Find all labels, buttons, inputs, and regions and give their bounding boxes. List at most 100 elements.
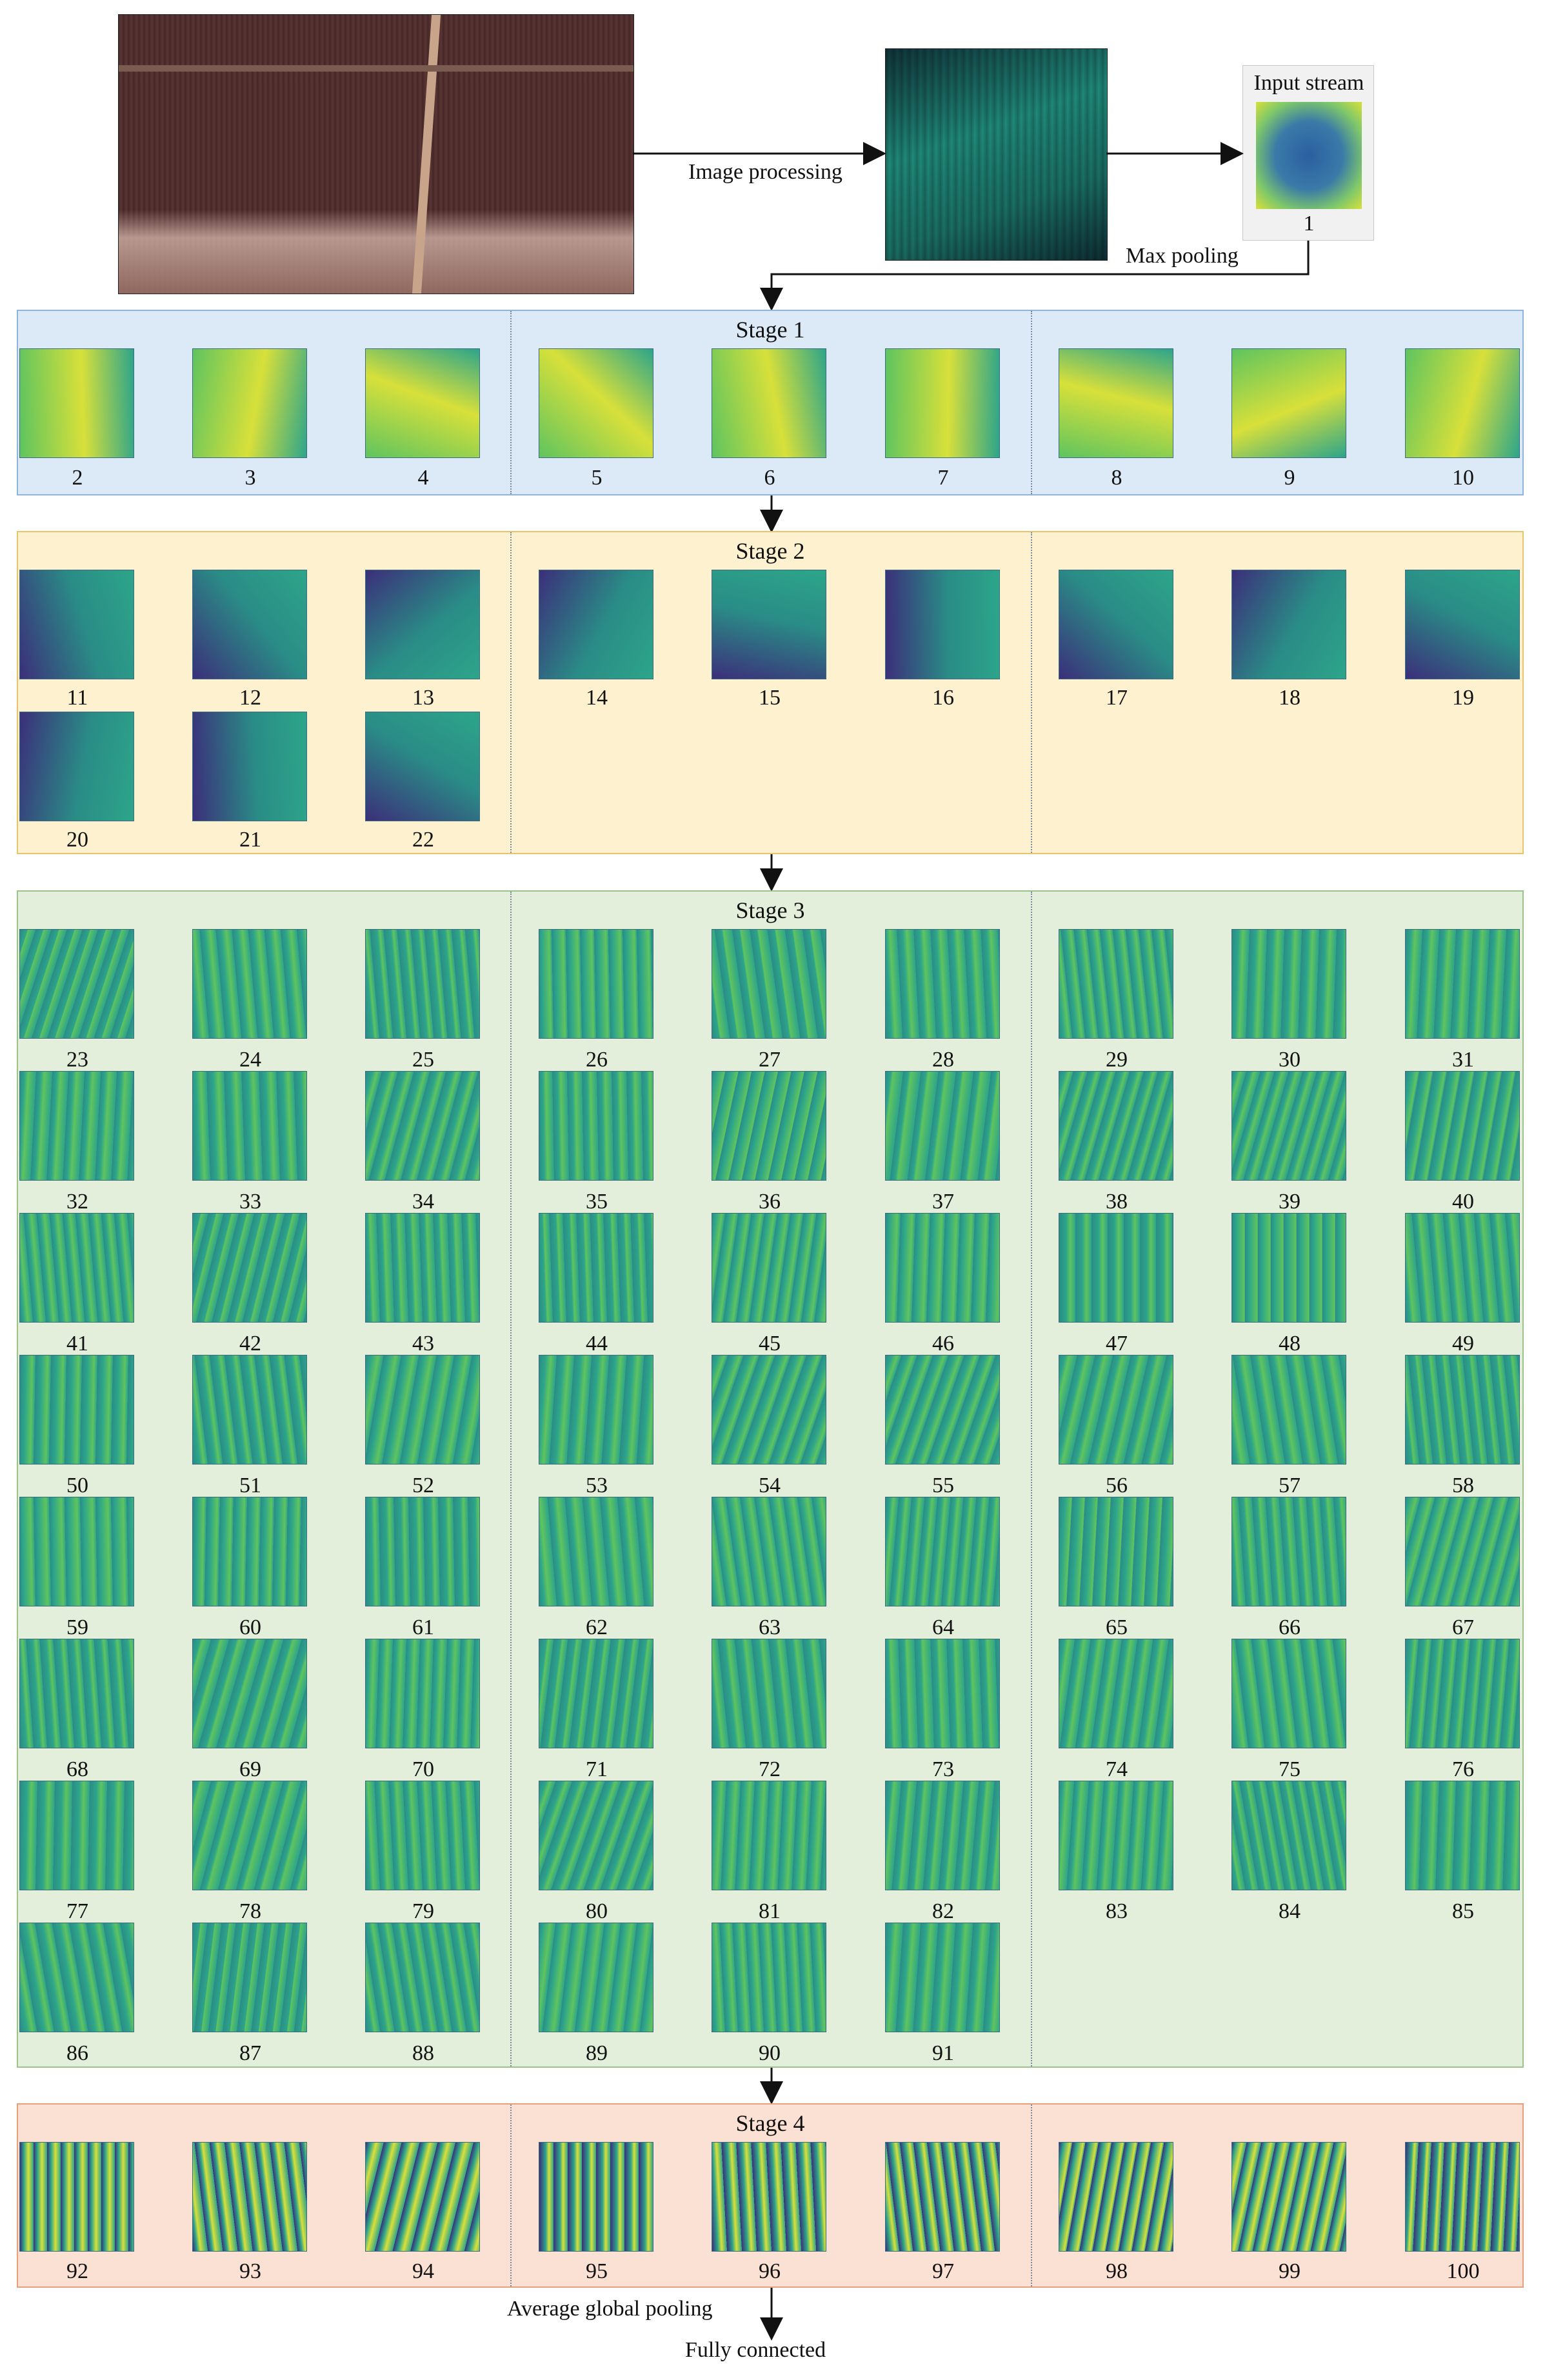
feature-map-number: 91: [932, 2041, 954, 2065]
feature-map-number: 22: [412, 828, 434, 852]
feature-map-42: [192, 1213, 307, 1323]
feature-map-number: 84: [1279, 1899, 1301, 1923]
feature-map-91: [885, 1923, 1000, 2032]
feature-map-number: 15: [759, 686, 781, 710]
feature-map-number: 93: [239, 2259, 261, 2283]
feature-map-number: 27: [759, 1048, 781, 1072]
feature-map-number: 82: [932, 1899, 954, 1923]
feature-map-number: 49: [1452, 1332, 1474, 1355]
feature-map-99: [1231, 2142, 1346, 2252]
feature-map-15: [712, 570, 826, 679]
feature-map-62: [539, 1497, 653, 1606]
feature-map-5: [539, 348, 653, 458]
feature-map-56: [1059, 1355, 1173, 1465]
feature-map-61: [365, 1497, 480, 1606]
feature-map-54: [712, 1355, 826, 1465]
fully-connected-label: Fully connected: [685, 2338, 826, 2362]
feature-map-number: 70: [412, 1757, 434, 1781]
feature-map-79: [365, 1781, 480, 1890]
feature-map-12: [192, 570, 307, 679]
feature-map-number: 81: [759, 1899, 781, 1923]
feature-map-number: 54: [759, 1474, 781, 1497]
feature-map-number: 51: [239, 1474, 261, 1497]
stage-title: Stage 4: [735, 2110, 805, 2136]
feature-map-number: 28: [932, 1048, 954, 1072]
feature-map-number: 65: [1106, 1615, 1128, 1639]
feature-map-41: [19, 1213, 134, 1323]
stage-divider: [1031, 2105, 1032, 2286]
feature-map-85: [1405, 1781, 1520, 1890]
feature-map-number: 78: [239, 1899, 261, 1923]
feature-map-number: 66: [1279, 1615, 1301, 1639]
feature-map-10: [1405, 348, 1520, 458]
feature-map-number: 76: [1452, 1757, 1474, 1781]
feature-map-83: [1059, 1781, 1173, 1890]
feature-map-95: [539, 2142, 653, 2252]
feature-map-86: [19, 1923, 134, 2032]
feature-map-27: [712, 929, 826, 1039]
feature-map-35: [539, 1071, 653, 1181]
feature-map-number: 63: [759, 1615, 781, 1639]
feature-map-number: 8: [1111, 466, 1122, 490]
photo-rail: [119, 65, 633, 72]
feature-map-number: 87: [239, 2041, 261, 2065]
feature-map-78: [192, 1781, 307, 1890]
feature-map-34: [365, 1071, 480, 1181]
feature-map-number: 57: [1279, 1474, 1301, 1497]
feature-map-16: [885, 570, 1000, 679]
feature-map-7: [885, 348, 1000, 458]
feature-map-17: [1059, 570, 1173, 679]
feature-map-50: [19, 1355, 134, 1465]
feature-map-29: [1059, 929, 1173, 1039]
feature-map-number: 23: [66, 1048, 88, 1072]
feature-map-number: 35: [586, 1190, 608, 1214]
feature-map-39: [1231, 1071, 1346, 1181]
feature-map-number: 34: [412, 1190, 434, 1214]
feature-map-number: 41: [66, 1332, 88, 1355]
feature-map-number: 18: [1279, 686, 1301, 710]
feature-map-31: [1405, 929, 1520, 1039]
feature-map-number: 64: [932, 1615, 954, 1639]
feature-map-11: [19, 570, 134, 679]
feature-map-number: 88: [412, 2041, 434, 2065]
feature-map-70: [365, 1639, 480, 1748]
feature-map-number: 77: [66, 1899, 88, 1923]
feature-map-number: 13: [412, 686, 434, 710]
feature-map-28: [885, 929, 1000, 1039]
feature-map-number: 73: [932, 1757, 954, 1781]
feature-map-number: 44: [586, 1332, 608, 1355]
feature-map-90: [712, 1923, 826, 2032]
feature-map-number: 33: [239, 1190, 261, 1214]
feature-map-51: [192, 1355, 307, 1465]
feature-map-number: 26: [586, 1048, 608, 1072]
feature-map-21: [192, 712, 307, 821]
feature-map-33: [192, 1071, 307, 1181]
stage-divider: [1031, 311, 1032, 494]
feature-map-number: 50: [66, 1474, 88, 1497]
feature-map-92: [19, 2142, 134, 2252]
feature-map-44: [539, 1213, 653, 1323]
feature-map-number: 58: [1452, 1474, 1474, 1497]
feature-map-number: 69: [239, 1757, 261, 1781]
feature-map-number: 5: [591, 466, 603, 490]
feature-map-number: 96: [759, 2259, 781, 2283]
feature-map-number: 71: [586, 1757, 608, 1781]
feature-map-number: 16: [932, 686, 954, 710]
feature-map-19: [1405, 570, 1520, 679]
feature-map-number: 11: [66, 686, 88, 710]
feature-map-89: [539, 1923, 653, 2032]
feature-map-number: 38: [1106, 1190, 1128, 1214]
input-stream-box: Input stream 1: [1242, 65, 1374, 241]
feature-map-number: 45: [759, 1332, 781, 1355]
feature-map-number: 4: [417, 466, 429, 490]
feature-map-45: [712, 1213, 826, 1323]
feature-map-number: 30: [1279, 1048, 1301, 1072]
feature-map-80: [539, 1781, 653, 1890]
stage-divider: [510, 532, 512, 853]
image-processing-label: Image processing: [688, 160, 842, 184]
feature-map-number: 67: [1452, 1615, 1474, 1639]
input-stream-label: Input stream: [1253, 71, 1364, 95]
feature-map-65: [1059, 1497, 1173, 1606]
feature-map-number: 94: [412, 2259, 434, 2283]
